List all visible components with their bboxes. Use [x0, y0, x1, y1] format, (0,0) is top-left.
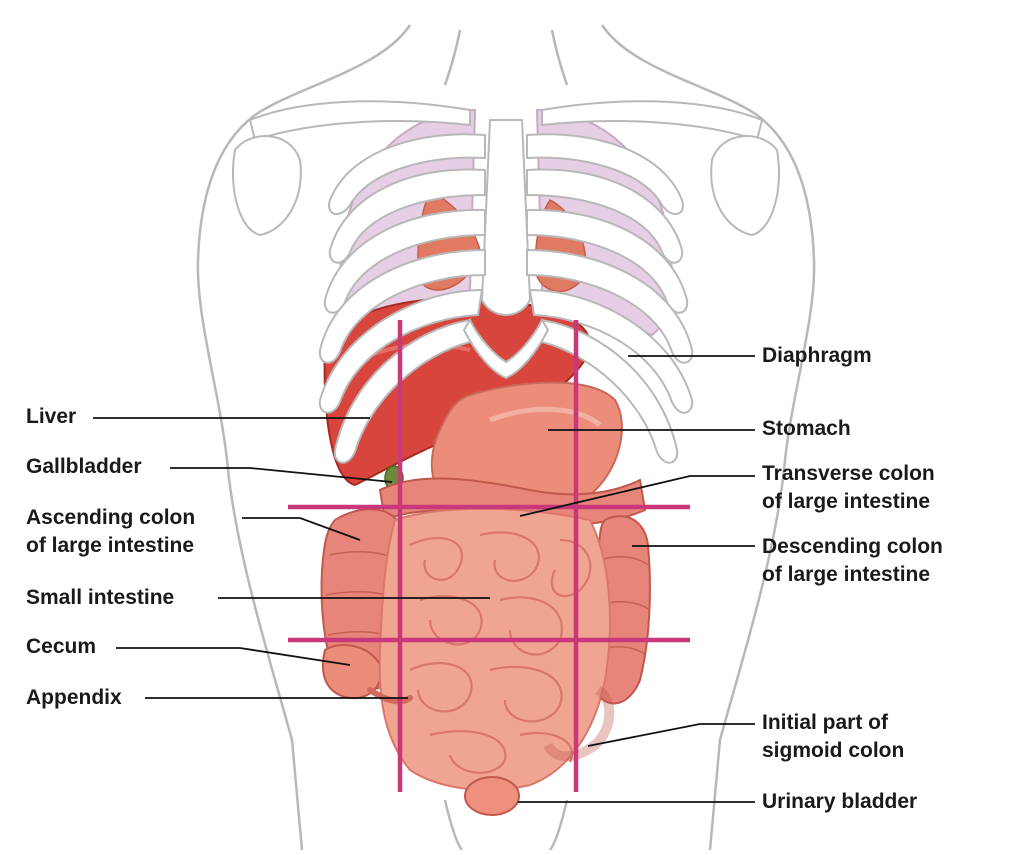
label-ascending-colon-line2: of large intestine: [26, 534, 195, 557]
label-gallbladder: Gallbladder: [26, 455, 142, 478]
abdominal-region-lines: [288, 320, 690, 792]
label-liver: Liver: [26, 405, 77, 428]
label-appendix: Appendix: [26, 686, 122, 709]
appendix: [367, 687, 413, 705]
body-outline: [196, 24, 816, 851]
rib-cage: [232, 100, 780, 464]
label-transverse-colon-line2: of large intestine: [762, 490, 931, 513]
leader-sigmoid-colon: [587, 723, 755, 747]
label-urinary-bladder: Urinary bladder: [762, 790, 918, 813]
label-sigmoid-colon-line2: sigmoid colon: [762, 739, 905, 762]
label-sigmoid-colon-line1: Initial part of: [762, 711, 888, 734]
label-diaphragm: Diaphragm: [762, 344, 872, 367]
leader-transverse-colon: [519, 475, 755, 517]
urinary-bladder: [464, 776, 520, 816]
label-transverse-colon-line1: Transverse colon: [762, 462, 935, 485]
label-cecum: Cecum: [26, 635, 97, 658]
label-ascending-colon: Ascending colon of large intestine: [26, 504, 195, 560]
leader-ascending-colon: [242, 517, 361, 541]
leader-cecum: [116, 647, 351, 666]
label-stomach: Stomach: [762, 417, 851, 440]
label-descending-colon-line1: Descending colon: [762, 535, 943, 558]
label-ascending-colon-line1: Ascending colon: [26, 506, 196, 529]
label-sigmoid-colon: Initial part of sigmoid colon: [762, 709, 904, 765]
label-descending-colon-line2: of large intestine: [762, 563, 931, 586]
leader-gallbladder: [170, 467, 393, 483]
label-small-intestine: Small intestine: [26, 586, 175, 609]
label-descending-colon: Descending colon of large intestine: [762, 533, 943, 589]
leader-lines: [93, 355, 755, 803]
label-transverse-colon: Transverse colon of large intestine: [762, 460, 935, 516]
